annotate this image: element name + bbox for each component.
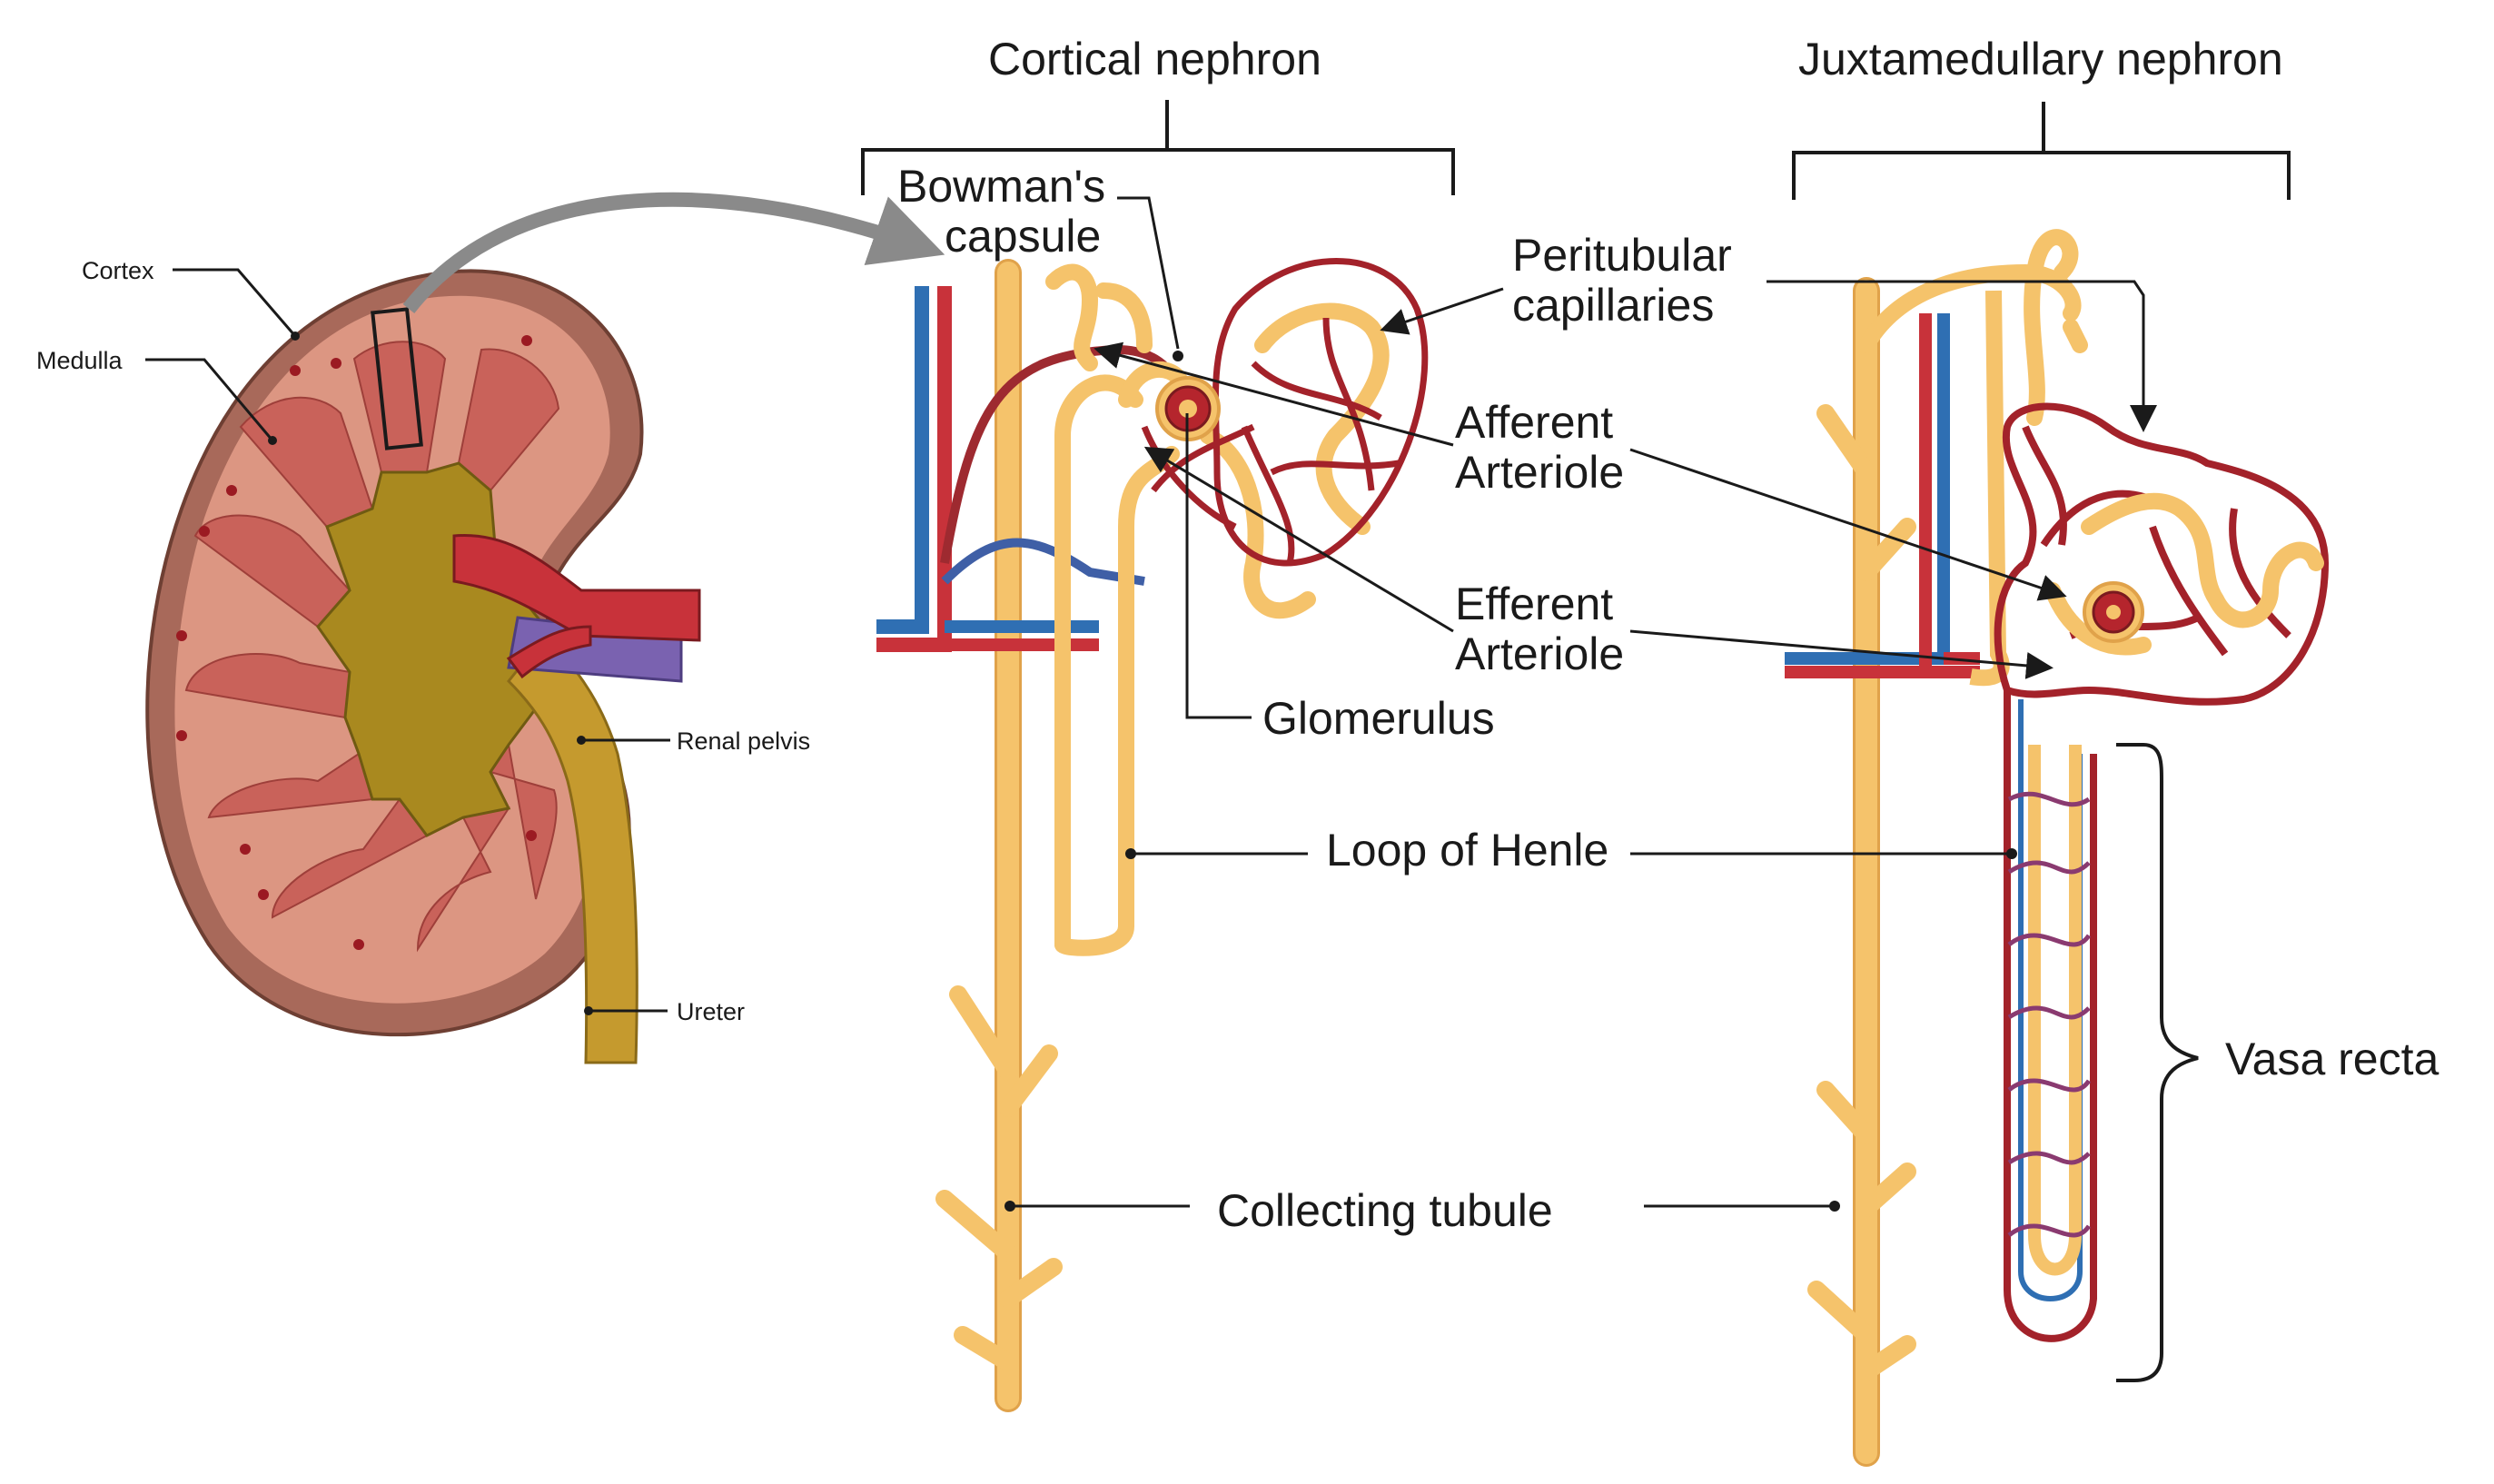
renal-artery-branch <box>506 625 592 679</box>
leader-lines <box>145 196 2157 1208</box>
label-vasa-recta: Vasa recta <box>2225 1034 2439 1084</box>
label-bowmans-line2: capsule <box>945 211 1101 262</box>
kidney-cross-section <box>145 269 701 1064</box>
label-afferent-line2: Arteriole <box>1455 447 1624 498</box>
zoom-box <box>371 307 423 450</box>
vasa-recta-brace <box>2116 743 2199 1382</box>
label-peritubular-line1: Peritubular <box>1512 230 1732 281</box>
label-cortex: Cortex <box>82 257 154 284</box>
label-bowmans-line1: Bowman's <box>897 161 1105 212</box>
label-efferent-line2: Arteriole <box>1455 628 1624 679</box>
juxta-bracket <box>1792 102 2291 200</box>
juxtamedullary-nephron <box>1785 102 2330 1467</box>
renal-artery <box>452 534 701 642</box>
label-cortical-nephron: Cortical nephron <box>988 34 1321 84</box>
zoom-arrow <box>402 192 945 313</box>
cortical-peritubular-capillaries <box>1141 258 1429 567</box>
label-peritubular-line2: capillaries <box>1512 280 1714 331</box>
cortical-vessel-dots <box>176 335 537 950</box>
renal-pelvis-body <box>316 461 565 837</box>
label-ureter: Ureter <box>677 998 745 1025</box>
label-efferent-line1: Efferent <box>1455 579 1613 629</box>
label-collecting-tubule: Collecting tubule <box>1217 1185 1553 1236</box>
medulla-pyramids <box>184 341 560 953</box>
label-loop-of-henle: Loop of Henle <box>1326 825 1608 876</box>
cortical-bracket <box>861 100 1455 195</box>
label-afferent-line1: Afferent <box>1455 397 1613 448</box>
label-juxtamedullary-nephron: Juxtamedullary nephron <box>1798 34 2283 84</box>
vasa-recta <box>2004 690 2097 1342</box>
cortical-nephron <box>861 100 1455 1412</box>
label-medulla: Medulla <box>36 347 124 374</box>
label-glomerulus: Glomerulus <box>1262 693 1495 744</box>
leader-dots <box>268 331 2017 1212</box>
label-renal-pelvis: Renal pelvis <box>677 727 810 755</box>
ureter-tube <box>506 633 638 1064</box>
